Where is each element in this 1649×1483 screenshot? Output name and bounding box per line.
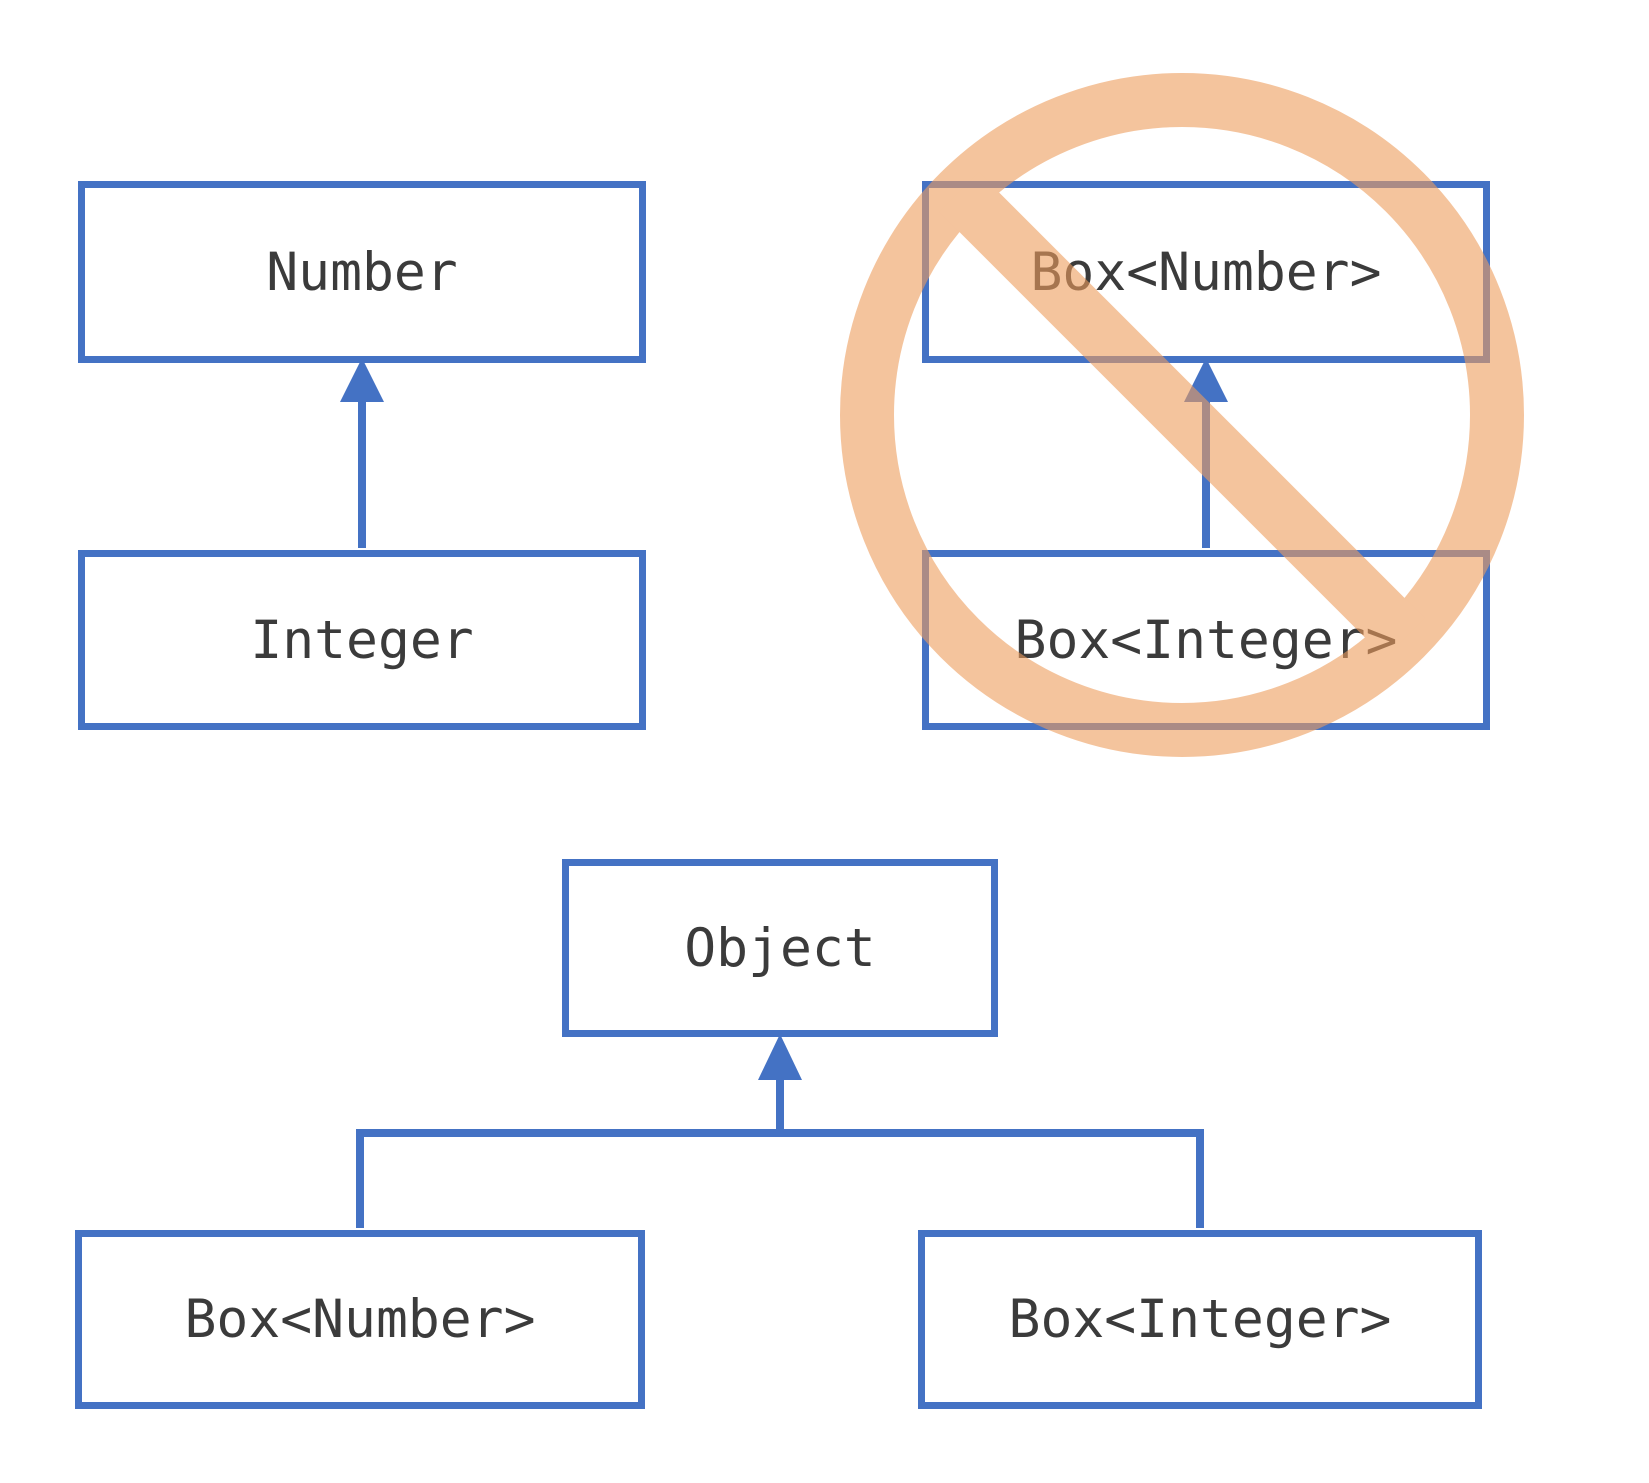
box-of-number-top-label: Box<Number> bbox=[1030, 241, 1382, 303]
box-of-number-bottom-label: Box<Number> bbox=[184, 1289, 536, 1350]
arrow-integer-to-number bbox=[340, 358, 384, 548]
integer-box: Integer bbox=[78, 550, 646, 730]
integer-box-label: Integer bbox=[250, 609, 474, 671]
number-box: Number bbox=[78, 181, 646, 363]
number-box-label: Number bbox=[266, 241, 458, 303]
arrow-boxinteger-to-boxnumber bbox=[1184, 358, 1228, 548]
object-box: Object bbox=[562, 859, 998, 1037]
box-of-integer-bottom-box: Box<Integer> bbox=[918, 1230, 1482, 1409]
box-of-number-bottom-box: Box<Number> bbox=[75, 1230, 645, 1409]
box-of-integer-top-box: Box<Integer> bbox=[922, 550, 1490, 730]
object-box-label: Object bbox=[684, 917, 876, 979]
box-of-integer-top-label: Box<Integer> bbox=[1014, 609, 1398, 671]
box-of-number-top-box: Box<Number> bbox=[922, 181, 1490, 363]
arrow-children-to-object bbox=[356, 1034, 1204, 1228]
box-of-integer-bottom-label: Box<Integer> bbox=[1008, 1289, 1392, 1350]
